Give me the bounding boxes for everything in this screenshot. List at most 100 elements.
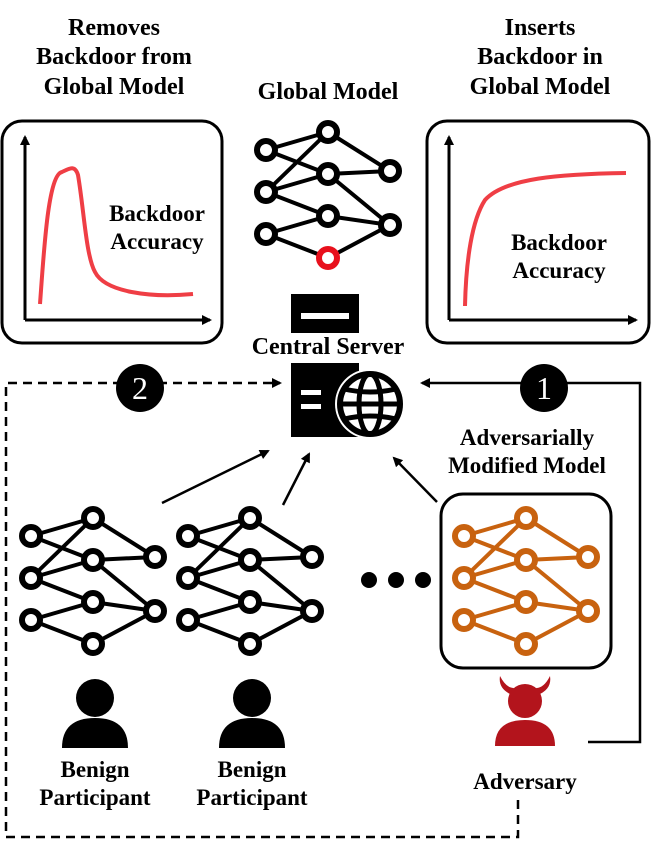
network-node xyxy=(19,566,43,590)
central-server-text: Central Server xyxy=(249,333,407,363)
network-edge xyxy=(248,558,314,613)
right-chart-panel xyxy=(425,119,651,345)
adv-model-line2: Modified Model xyxy=(448,453,606,479)
network-node xyxy=(81,590,105,614)
benign-participant-label-1: Benign Participant xyxy=(20,756,170,812)
network-node xyxy=(19,524,43,548)
removes-backdoor-title: Removes Backdoor from Global Model xyxy=(2,14,226,102)
left-chart-label-line1: Backdoor xyxy=(109,201,205,226)
network-node xyxy=(19,608,43,632)
removes-line2: Backdoor from xyxy=(36,44,192,71)
adversarial-model-title: Adversarially Modified Model xyxy=(420,424,634,480)
left-chart-label: Backdoor Accuracy xyxy=(94,200,220,256)
right-chart-label: Backdoor Accuracy xyxy=(494,229,624,285)
network-edge xyxy=(91,516,157,559)
global-model-title: Global Model xyxy=(228,78,428,107)
devil-person-icon xyxy=(495,676,555,746)
network-edge xyxy=(248,516,314,559)
network-edge xyxy=(326,130,392,173)
network-edge xyxy=(326,172,392,227)
network-node xyxy=(514,632,538,656)
network-edge xyxy=(462,516,528,580)
person-icon xyxy=(62,679,128,748)
server-globe-icon xyxy=(291,294,405,439)
benign1-line2: Participant xyxy=(39,785,151,811)
benign2-line1: Benign xyxy=(217,757,287,782)
network-node xyxy=(452,566,476,590)
network-node xyxy=(300,545,324,569)
network-node xyxy=(576,599,600,623)
central-server-label: Central Server xyxy=(228,333,428,363)
network-node xyxy=(316,162,340,186)
network-node xyxy=(576,545,600,569)
network-node xyxy=(378,213,402,237)
step1-badge: 1 xyxy=(520,364,568,412)
network-node xyxy=(238,548,262,572)
network-node xyxy=(238,590,262,614)
network-node xyxy=(316,204,340,228)
network-node xyxy=(316,120,340,144)
step2-number: 2 xyxy=(132,370,148,406)
adv-model-line1: Adversarially xyxy=(459,425,595,450)
left-backdoor-curve xyxy=(38,166,194,305)
benign-model-network-1 xyxy=(19,506,167,656)
inserts-line2: Backdoor in xyxy=(477,44,603,71)
network-node xyxy=(238,632,262,656)
network-node xyxy=(452,524,476,548)
adversary-label: Adversary xyxy=(455,768,595,796)
benign-model-network-2 xyxy=(176,506,324,656)
network-node xyxy=(300,599,324,623)
left-chart-label-line2: Accuracy xyxy=(110,229,204,255)
network-node xyxy=(143,599,167,623)
adversary-text: Adversary xyxy=(473,769,577,794)
benign1-line1: Benign xyxy=(60,757,130,782)
network-node xyxy=(254,222,278,246)
step1-number: 1 xyxy=(536,370,552,406)
network-node xyxy=(514,548,538,572)
network-node xyxy=(81,632,105,656)
right-chart-frame xyxy=(425,119,651,345)
network-node xyxy=(254,180,278,204)
inserts-line3: Global Model xyxy=(469,73,611,100)
global-model-network xyxy=(254,120,402,270)
ellipsis-dots-icon xyxy=(361,572,431,588)
network-node xyxy=(452,608,476,632)
right-chart-label-line1: Backdoor xyxy=(511,230,607,255)
right-backdoor-curve xyxy=(463,171,627,307)
step2-badge: 2 xyxy=(116,364,164,412)
network-edge xyxy=(524,558,590,613)
removes-line3: Global Model xyxy=(43,73,185,100)
network-node xyxy=(514,590,538,614)
network-edge xyxy=(524,516,590,559)
network-node xyxy=(238,506,262,530)
network-node xyxy=(81,506,105,530)
network-node xyxy=(378,159,402,183)
left-chart-panel xyxy=(0,119,224,345)
arrow-benign1-to-server xyxy=(161,449,270,505)
highlighted-backdoor-node xyxy=(316,246,340,270)
network-node xyxy=(143,545,167,569)
inserts-backdoor-title: Inserts Backdoor in Global Model xyxy=(428,14,652,102)
network-node xyxy=(176,566,200,590)
step2-dashed-path xyxy=(4,378,520,839)
inserts-line1: Inserts xyxy=(504,15,576,41)
benign-participant-label-2: Benign Participant xyxy=(177,756,327,812)
right-chart-label-line2: Accuracy xyxy=(512,258,606,284)
adversarial-model-network xyxy=(452,506,600,656)
network-edge xyxy=(91,558,157,613)
arrow-adversary-to-server xyxy=(392,456,438,503)
network-edge xyxy=(186,516,252,580)
network-node xyxy=(81,548,105,572)
network-node xyxy=(176,608,200,632)
network-edge xyxy=(29,516,95,580)
global-model-text: Global Model xyxy=(257,79,399,105)
benign2-line2: Participant xyxy=(196,785,308,811)
removes-line1: Removes xyxy=(68,15,160,41)
network-edge xyxy=(264,130,330,194)
network-node xyxy=(176,524,200,548)
adversarial-model-box xyxy=(439,492,613,670)
person-icon xyxy=(219,679,285,748)
arrow-benign2-to-server xyxy=(281,452,311,506)
